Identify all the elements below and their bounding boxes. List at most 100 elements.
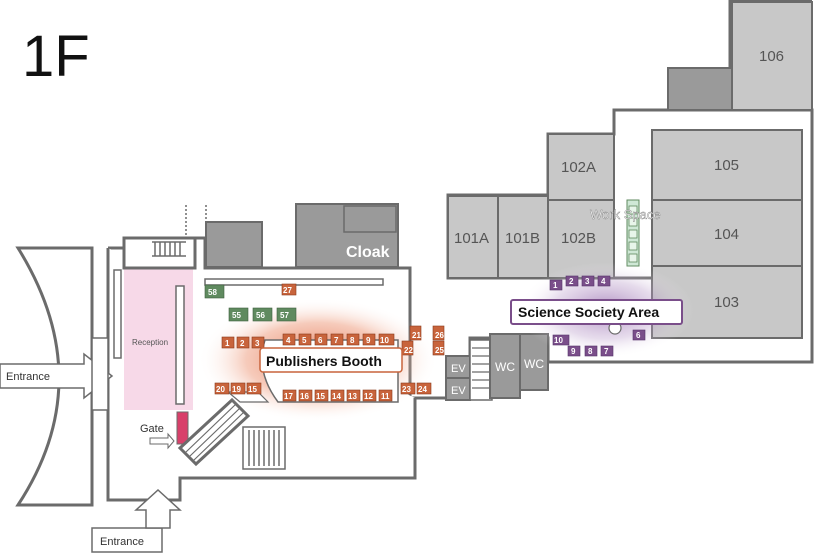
svg-text:16: 16 xyxy=(300,392,309,401)
ev-label-2: EV xyxy=(451,385,466,397)
svg-text:101B: 101B xyxy=(505,230,540,247)
gate-arrow-icon xyxy=(149,432,175,450)
booth-25[interactable]: 25 xyxy=(432,340,444,356)
svg-text:56: 56 xyxy=(256,311,265,320)
wc-label-2: WC xyxy=(524,357,544,371)
booth-21[interactable]: 21 xyxy=(409,325,421,341)
svg-text:2: 2 xyxy=(569,277,574,286)
reception-counter-left xyxy=(113,269,122,359)
svg-text:10: 10 xyxy=(554,336,563,345)
svg-text:102B: 102B xyxy=(561,230,596,247)
svg-text:Entrance: Entrance xyxy=(100,536,144,548)
svg-text:104: 104 xyxy=(714,226,739,243)
svg-text:Entrance: Entrance xyxy=(6,371,50,383)
booth-4[interactable]: 4 xyxy=(282,333,296,346)
booth-57[interactable]: 57 xyxy=(276,307,297,322)
room-105 xyxy=(651,129,803,201)
svg-text:106: 106 xyxy=(759,48,784,65)
booth-12[interactable]: 12 xyxy=(362,389,377,402)
svg-text:10: 10 xyxy=(380,336,389,345)
floor-label: 1F xyxy=(22,24,90,89)
booth-18[interactable]: 15 xyxy=(246,382,262,395)
society-booth-4[interactable]: 4 xyxy=(597,275,611,287)
science-society-callout[interactable]: Science Society Area xyxy=(510,299,683,325)
svg-text:11: 11 xyxy=(381,392,390,401)
society-booth-9[interactable]: 9 xyxy=(567,345,581,357)
booth-22[interactable]: 22 xyxy=(401,340,413,356)
svg-text:23: 23 xyxy=(402,385,411,394)
booth-13[interactable]: 13 xyxy=(346,389,361,402)
booth-6[interactable]: 6 xyxy=(314,333,328,346)
room-101b xyxy=(497,195,549,279)
booth-55[interactable]: 55 xyxy=(228,307,249,322)
svg-text:15: 15 xyxy=(248,385,257,394)
publishers-booth-callout[interactable]: Publishers Booth xyxy=(259,347,403,373)
svg-text:12: 12 xyxy=(364,392,373,401)
society-booths: 1 2 3 4 10 9 8 7 6 xyxy=(549,275,646,357)
booth-26[interactable]: 26 xyxy=(432,325,444,341)
svg-text:2: 2 xyxy=(240,339,245,348)
svg-text:6: 6 xyxy=(318,336,323,345)
svg-text:103: 103 xyxy=(714,294,739,311)
svg-text:5: 5 xyxy=(302,336,307,345)
booth-15[interactable]: 15 xyxy=(314,389,329,402)
svg-text:24: 24 xyxy=(418,385,427,394)
svg-text:1: 1 xyxy=(225,339,230,348)
booth-5[interactable]: 5 xyxy=(298,333,312,346)
svg-text:9: 9 xyxy=(366,336,371,345)
svg-text:105: 105 xyxy=(714,157,739,174)
wc-1 xyxy=(489,333,521,399)
society-booth-6[interactable]: 6 xyxy=(632,329,646,341)
svg-text:27: 27 xyxy=(283,286,292,295)
svg-text:21: 21 xyxy=(412,331,421,340)
svg-text:25: 25 xyxy=(435,346,444,355)
booth-11[interactable]: 11 xyxy=(378,389,393,402)
green-booths: 58 55 56 57 xyxy=(204,284,297,322)
svg-text:58: 58 xyxy=(208,288,217,297)
wc-label-1: WC xyxy=(495,360,515,374)
society-booth-10[interactable]: 10 xyxy=(552,334,570,346)
society-booth-2[interactable]: 2 xyxy=(565,275,579,287)
work-space-label: Work Space xyxy=(590,207,661,222)
booth-10[interactable]: 10 xyxy=(378,333,395,346)
booth-23[interactable]: 23 xyxy=(400,382,416,395)
booth-56[interactable]: 56 xyxy=(252,307,273,322)
booth-7[interactable]: 7 xyxy=(330,333,344,346)
svg-text:3: 3 xyxy=(255,339,260,348)
room-102a xyxy=(547,133,615,201)
booth-17[interactable]: 17 xyxy=(282,389,297,402)
svg-text:17: 17 xyxy=(284,392,293,401)
cloak-label: Cloak xyxy=(346,244,390,261)
svg-text:8: 8 xyxy=(350,336,355,345)
booth-8[interactable]: 8 xyxy=(346,333,360,346)
booth-16[interactable]: 16 xyxy=(298,389,313,402)
svg-text:Science Society Area: Science Society Area xyxy=(518,304,659,320)
society-booth-8[interactable]: 8 xyxy=(584,345,598,357)
svg-text:14: 14 xyxy=(332,392,341,401)
booth-1[interactable]: 1 xyxy=(221,336,235,349)
svg-text:102A: 102A xyxy=(561,159,596,176)
svg-text:3: 3 xyxy=(585,277,590,286)
society-booth-7[interactable]: 7 xyxy=(600,345,614,357)
booth-20[interactable]: 20 xyxy=(214,382,230,395)
booth-2[interactable]: 2 xyxy=(236,336,250,349)
svg-text:15: 15 xyxy=(316,392,325,401)
booth-27[interactable]: 27 xyxy=(281,283,297,296)
booth-3[interactable]: 3 xyxy=(251,336,265,349)
svg-text:7: 7 xyxy=(604,347,609,356)
booth-58[interactable]: 58 xyxy=(204,284,225,299)
svg-text:101A: 101A xyxy=(454,230,489,247)
room-106 xyxy=(731,1,813,111)
svg-text:22: 22 xyxy=(404,346,413,355)
booth-24[interactable]: 24 xyxy=(416,382,432,395)
booth-19[interactable]: 19 xyxy=(230,382,246,395)
ev-label-1: EV xyxy=(451,363,466,375)
booth-14[interactable]: 14 xyxy=(330,389,345,402)
entrance-bottom[interactable]: Entrance xyxy=(91,488,182,553)
gate-marker xyxy=(176,411,189,445)
society-booth-3[interactable]: 3 xyxy=(581,275,595,287)
society-booth-1[interactable]: 1 xyxy=(549,279,563,291)
booth-9[interactable]: 9 xyxy=(362,333,376,346)
room-106-annex xyxy=(667,67,733,111)
